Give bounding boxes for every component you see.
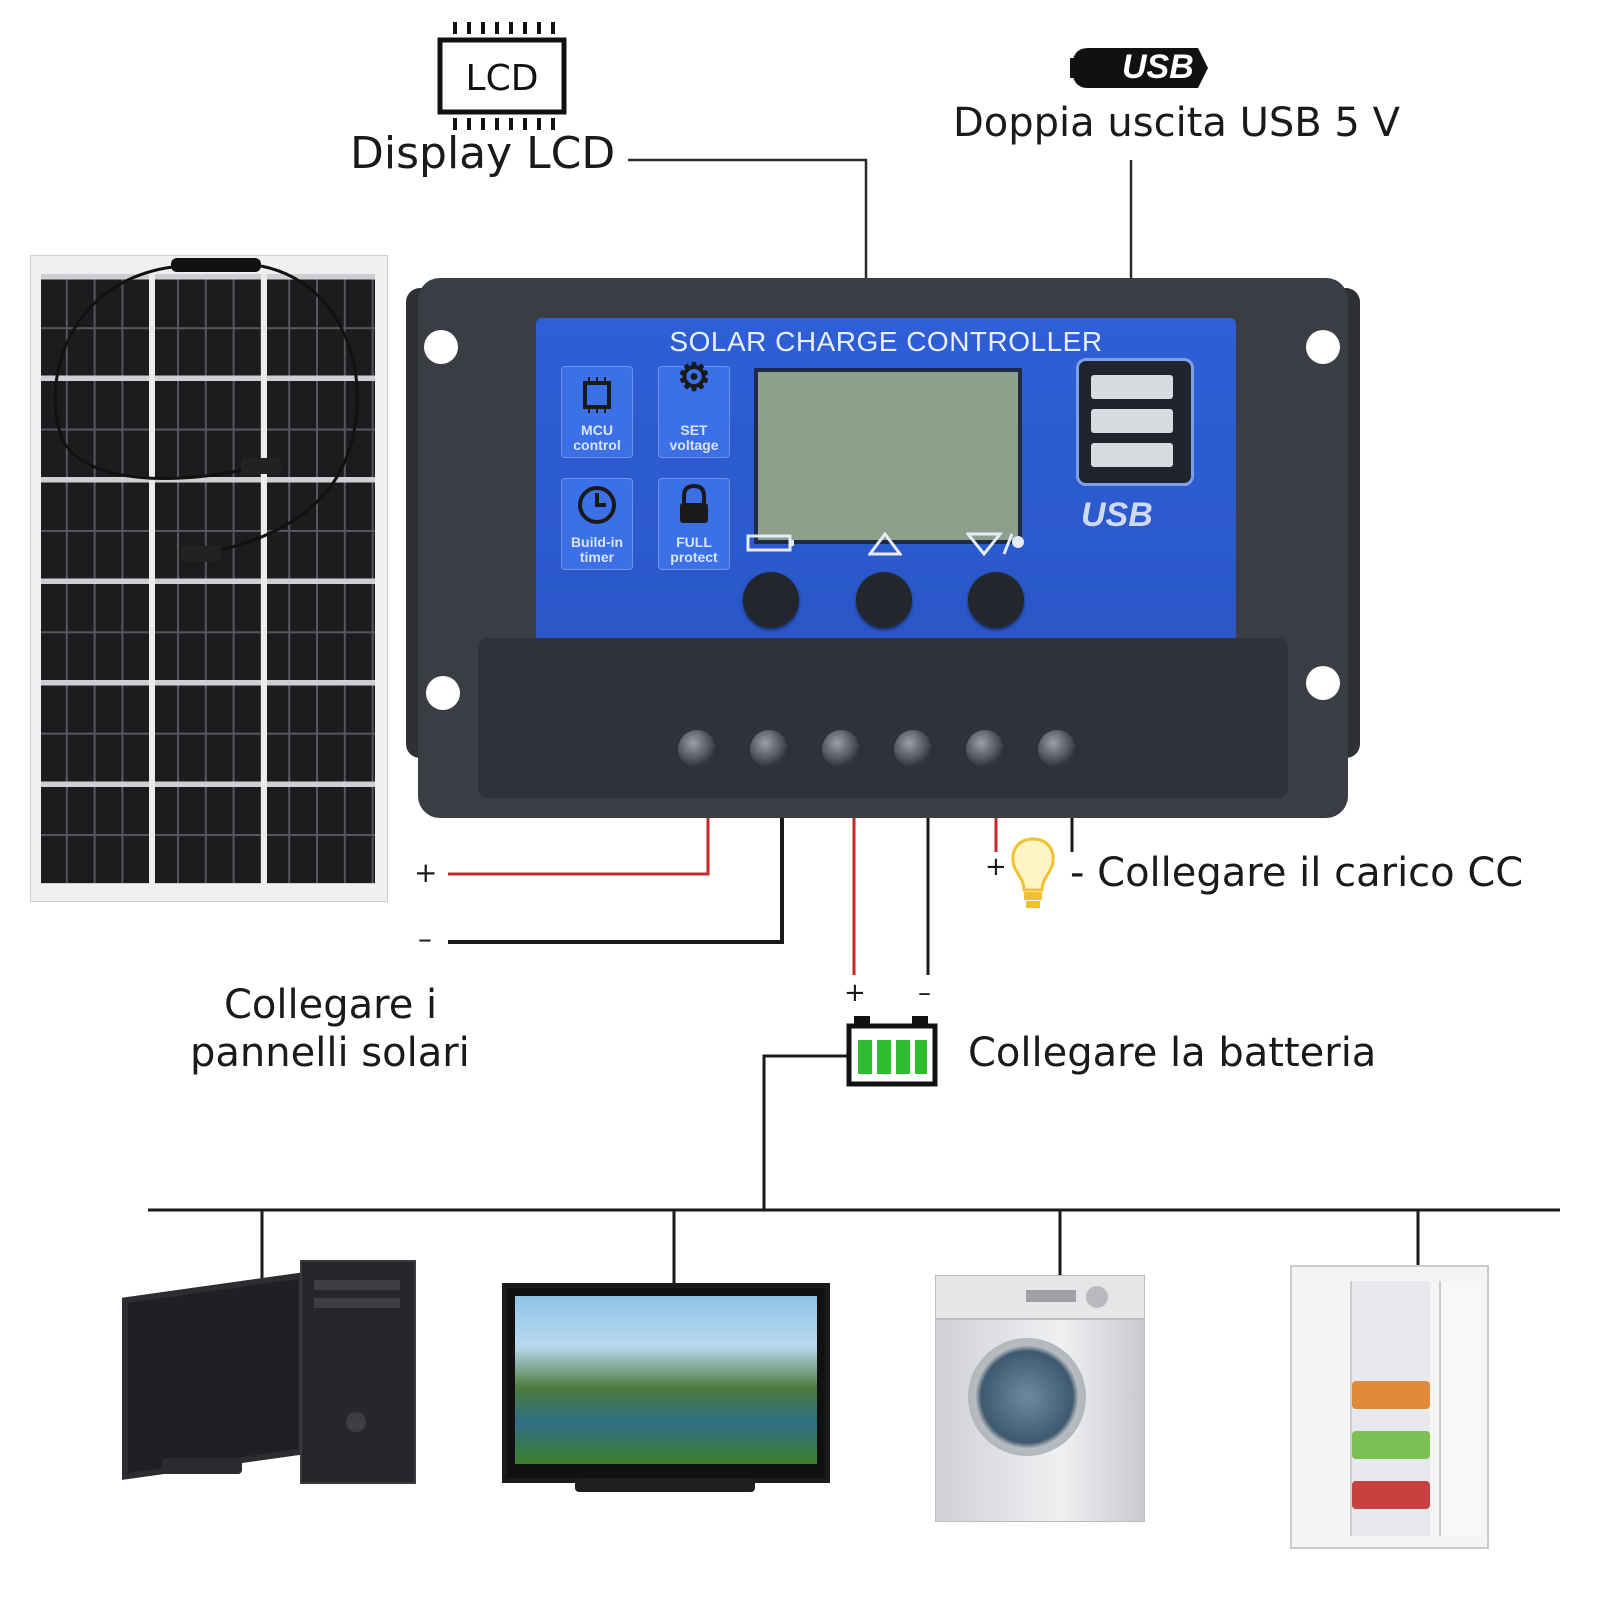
lcd-icon-text: LCD [465, 58, 539, 99]
usb-icon: USB [1070, 40, 1210, 96]
usb-output-label: Doppia uscita USB 5 V [953, 100, 1400, 146]
usb-icon-text: USB [1122, 48, 1194, 86]
terminal-battery-negative[interactable] [894, 730, 932, 768]
controller-title: SOLAR CHARGE CONTROLLER [669, 326, 1103, 357]
up-arrow-icon [867, 531, 903, 562]
battery-plus-sign: + [844, 978, 866, 1008]
down-arrow-bulb-icon [964, 532, 1024, 562]
solar-panel [30, 255, 388, 902]
battery-bus-line [762, 1054, 848, 1210]
mount-hole [1306, 330, 1340, 364]
fridge-icon [1290, 1265, 1489, 1549]
solar-cells [41, 274, 375, 884]
washing-machine-icon [935, 1275, 1145, 1522]
gear-icon: ⚙ [676, 357, 712, 399]
clock-icon [578, 486, 616, 524]
mount-hole [1306, 666, 1340, 700]
chip-icon [583, 377, 611, 413]
lcd-icon: LCD [437, 22, 567, 130]
bulb-icon [1008, 836, 1058, 912]
solar-negative-wire [448, 818, 784, 944]
lcd-leader-line [628, 158, 868, 280]
terminal-block [478, 638, 1288, 798]
solar-minus-sign: – [418, 922, 432, 955]
lock-icon [680, 483, 708, 523]
terminal-solar-positive[interactable] [678, 730, 716, 768]
load-plus-sign: + [985, 852, 1007, 882]
down-button[interactable] [968, 572, 1024, 628]
terminal-load-positive[interactable] [966, 730, 1004, 768]
controller-usb-logo: USB [1081, 496, 1153, 534]
battery-icon [746, 532, 796, 560]
terminal-solar-negative[interactable] [750, 730, 788, 768]
solar-plus-sign: + [414, 856, 438, 889]
up-button[interactable] [856, 572, 912, 628]
display-lcd-label: Display LCD [350, 128, 616, 179]
mount-hole [424, 330, 458, 364]
panels-label-line2: pannelli solari [190, 1030, 470, 1076]
lcd-screen [754, 368, 1022, 544]
dual-usb-port[interactable] [1076, 358, 1194, 486]
battery-minus-sign: – [918, 978, 931, 1008]
battery-label: Collegare la batteria [968, 1030, 1377, 1076]
panels-label-line1: Collegare i [224, 982, 438, 1028]
tv-screen [515, 1296, 817, 1464]
panel-cable [53, 258, 359, 562]
menu-button[interactable] [743, 572, 799, 628]
terminal-load-negative[interactable] [1038, 730, 1076, 768]
mount-hole [426, 676, 460, 710]
solar-positive-wire [448, 818, 710, 876]
terminal-battery-positive[interactable] [822, 730, 860, 768]
battery-icon [846, 1016, 938, 1088]
load-label: - Collegare il carico CC [1070, 850, 1524, 896]
